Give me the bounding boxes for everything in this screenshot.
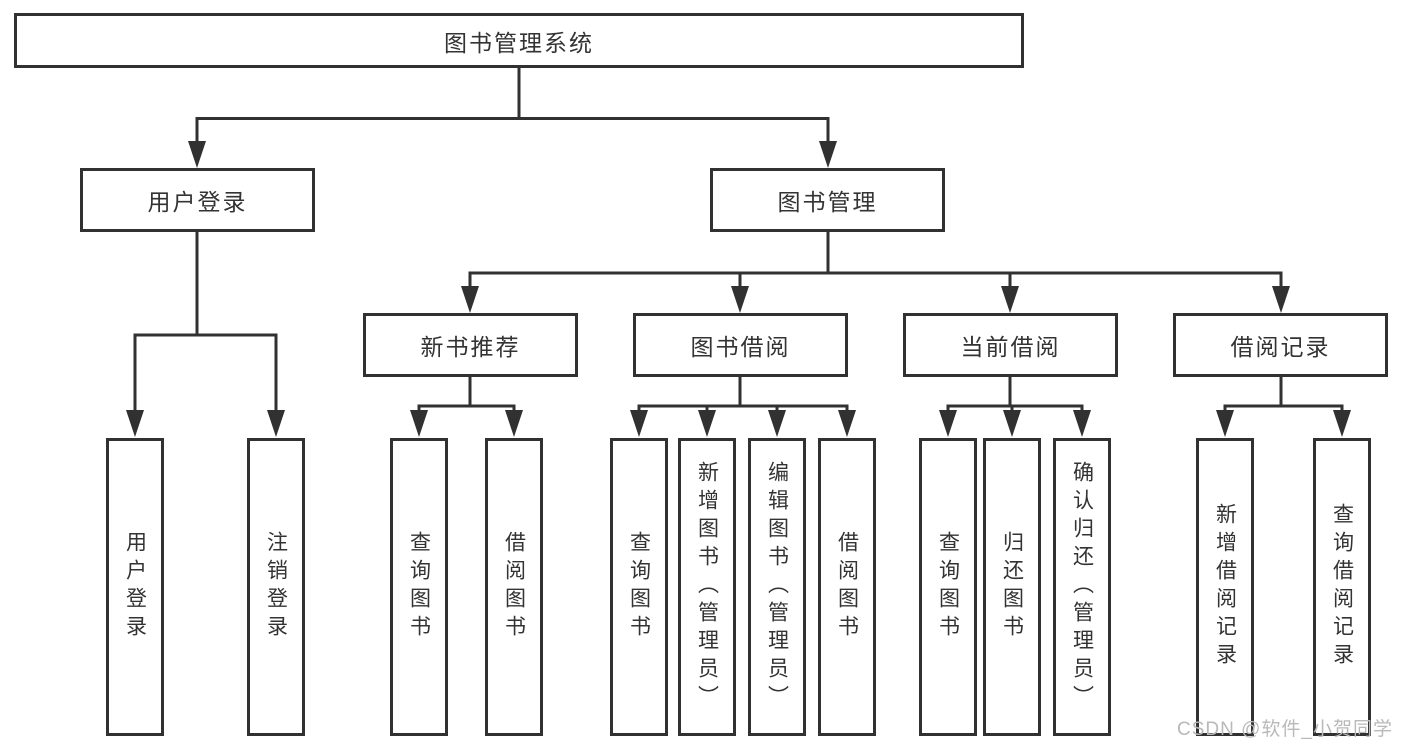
leaf-borrow-books: 借阅图书	[818, 438, 876, 736]
leaf-add-books-admin: 新增图书（管理员）	[678, 438, 736, 736]
leaf-edit-books-admin: 编辑图书（管理员）	[748, 438, 806, 736]
leaf-return-books: 归还图书	[983, 438, 1041, 736]
csdn-watermark: CSDN @软件_小贺同学	[1177, 719, 1393, 740]
node-user-login-branch: 用户登录	[80, 168, 315, 232]
node-book-borrowing: 图书借阅	[633, 313, 848, 377]
node-book-management-branch: 图书管理	[710, 168, 945, 232]
leaf-query-books-current: 查询图书	[919, 438, 977, 736]
leaf-add-borrow-record: 新增借阅记录	[1196, 438, 1254, 736]
leaf-logout: 注销登录	[247, 438, 305, 736]
leaf-borrow-books-recommend: 借阅图书	[485, 438, 543, 736]
leaf-query-borrow-record: 查询借阅记录	[1313, 438, 1371, 736]
leaf-user-login: 用户登录	[106, 438, 164, 736]
leaf-query-books-borrowing: 查询图书	[610, 438, 668, 736]
arrowhead-icons	[126, 141, 1351, 437]
node-current-borrowing: 当前借阅	[903, 313, 1118, 377]
node-library-management-system: 图书管理系统	[14, 13, 1024, 68]
node-new-book-recommend: 新书推荐	[363, 313, 578, 377]
node-borrow-records: 借阅记录	[1173, 313, 1388, 377]
leaf-query-books-recommend: 查询图书	[390, 438, 448, 736]
leaf-confirm-return-admin: 确认归还（管理员）	[1053, 438, 1111, 736]
